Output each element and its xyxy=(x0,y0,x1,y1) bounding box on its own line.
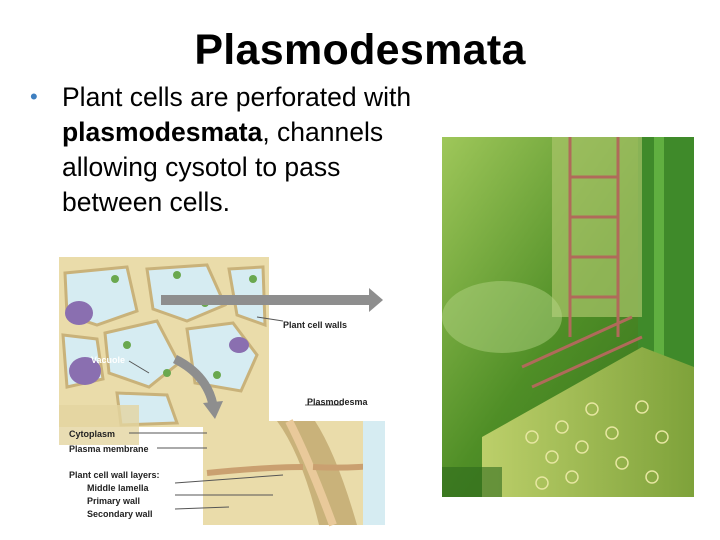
label-wall-layers: Plant cell wall layers: xyxy=(69,470,160,480)
cell-tissue xyxy=(59,257,269,445)
plasmodesmata-render xyxy=(442,137,694,497)
vacuole-shape xyxy=(65,301,93,325)
wall-detail-inset xyxy=(203,419,385,527)
bullet-text-bold: plasmodesmata xyxy=(62,117,263,147)
bullet-marker: • xyxy=(30,84,38,109)
bullet-text-part1: Plant cells are perforated with xyxy=(62,82,412,112)
bullet-text: Plant cells are perforated with plasmode… xyxy=(62,80,442,220)
bullet-text-part2: , channels allowing cysotol to pass betw… xyxy=(62,117,384,217)
label-cytoplasm: Cytoplasm xyxy=(69,429,115,439)
label-vacuole: Vacuole xyxy=(91,355,125,365)
label-secondary-wall: Secondary wall xyxy=(87,509,153,519)
label-primary-wall: Primary wall xyxy=(87,496,140,506)
plasmodesmata-diagram: Plant cell walls Vacuole Plasmodesma Cyt… xyxy=(57,255,387,527)
label-middle-lamella: Middle lamella xyxy=(87,483,150,493)
pointer-arrows xyxy=(161,288,383,419)
label-plasmodesma: Plasmodesma xyxy=(307,397,369,407)
label-plasma-membrane: Plasma membrane xyxy=(69,444,149,454)
label-plant-cell-walls: Plant cell walls xyxy=(283,320,347,330)
slide-title: Plasmodesmata xyxy=(194,26,526,74)
